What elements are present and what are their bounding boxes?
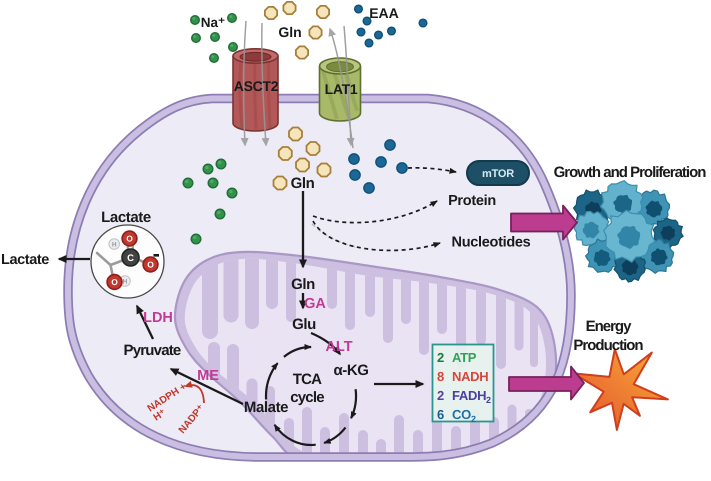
svg-text:2: 2: [437, 388, 444, 403]
svg-text:EAA: EAA: [369, 5, 399, 21]
svg-text:Production: Production: [573, 337, 643, 354]
svg-text:Gln: Gln: [278, 24, 301, 40]
svg-text:Pyruvate: Pyruvate: [124, 342, 181, 359]
svg-text:ASCT2: ASCT2: [234, 78, 279, 94]
svg-text:cycle: cycle: [290, 389, 324, 406]
svg-text:O: O: [111, 277, 118, 287]
svg-text:Protein: Protein: [448, 193, 496, 209]
svg-text:ATP: ATP: [452, 350, 477, 365]
svg-text:8: 8: [437, 369, 444, 384]
svg-text:α-KG: α-KG: [333, 362, 368, 379]
svg-text:Nucleotides: Nucleotides: [452, 235, 531, 251]
svg-text:LAT1: LAT1: [325, 81, 358, 97]
svg-text:ALT: ALT: [325, 339, 352, 355]
svg-text:NADH: NADH: [452, 369, 488, 384]
svg-text:2: 2: [437, 350, 444, 365]
svg-text:O: O: [147, 260, 154, 270]
svg-text:H: H: [123, 278, 128, 285]
svg-text:H: H: [112, 241, 117, 248]
svg-text:Gln: Gln: [291, 276, 315, 293]
svg-text:FADH: FADH: [452, 388, 486, 403]
svg-text:CO: CO: [452, 407, 471, 422]
svg-text:O: O: [126, 234, 133, 244]
svg-text:GA: GA: [304, 296, 326, 312]
svg-text:Gln: Gln: [291, 175, 315, 192]
svg-text:Growth and Proliferation: Growth and Proliferation: [554, 164, 707, 181]
svg-text:Lactate: Lactate: [1, 252, 49, 268]
svg-text:Energy: Energy: [586, 318, 633, 335]
svg-text:2: 2: [486, 395, 491, 405]
svg-text:Na⁺: Na⁺: [201, 15, 225, 30]
svg-text:C: C: [127, 253, 134, 264]
svg-text:mTOR: mTOR: [482, 168, 514, 180]
svg-text:2: 2: [471, 414, 476, 424]
svg-text:Malate: Malate: [244, 399, 288, 416]
svg-text:LDH: LDH: [143, 310, 173, 326]
svg-text:6: 6: [437, 407, 444, 422]
svg-text:Lactate: Lactate: [101, 209, 151, 226]
svg-text:ME: ME: [197, 368, 219, 384]
svg-text:Glu: Glu: [292, 316, 316, 333]
svg-text:TCA: TCA: [293, 371, 322, 388]
